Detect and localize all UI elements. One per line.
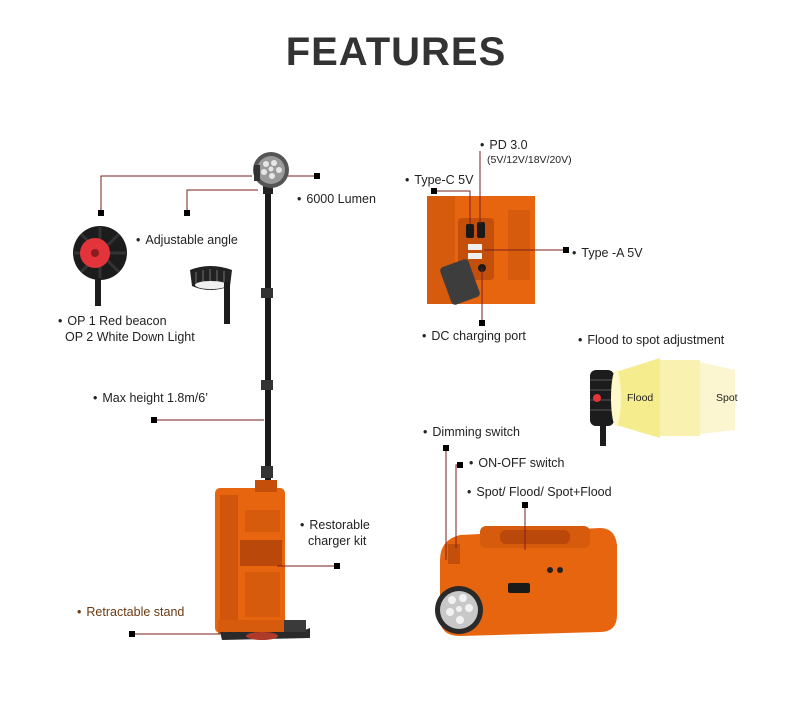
label-dimming-switch: •Dimming switch bbox=[423, 425, 520, 439]
label-option-2: OP 2 White Down Light bbox=[65, 330, 195, 344]
label-modes: •Spot/ Flood/ Spot+Flood bbox=[467, 485, 612, 499]
type-c-port bbox=[466, 224, 474, 238]
label-type-c: •Type-C 5V bbox=[405, 173, 474, 187]
type-a-port bbox=[468, 244, 482, 250]
lamp-head-icon bbox=[253, 152, 289, 194]
label-max-height: •Max height 1.8m/6’ bbox=[93, 391, 208, 405]
label-adjustable-angle: •Adjustable angle bbox=[136, 233, 238, 247]
label-flood: Flood bbox=[627, 392, 654, 404]
red-beacon-icon bbox=[73, 226, 127, 306]
label-option-1: •OP 1 Red beacon bbox=[58, 314, 167, 328]
label-retractable-stand: •Retractable stand bbox=[77, 605, 185, 619]
beam-illustration bbox=[590, 358, 735, 446]
label-dc-port: •DC charging port bbox=[422, 329, 526, 343]
label-spot: Spot bbox=[716, 392, 738, 404]
tower-base-unit bbox=[215, 480, 293, 634]
label-lumen: •6000 Lumen bbox=[297, 192, 376, 206]
label-flood-spot-adjust: •Flood to spot adjustment bbox=[578, 333, 725, 347]
label-pd: •PD 3.0 bbox=[480, 138, 528, 152]
label-restorable: •Restorable bbox=[300, 518, 370, 532]
label-type-a: •Type -A 5V bbox=[572, 246, 643, 260]
down-light-icon bbox=[190, 266, 232, 324]
port-panel-image bbox=[427, 196, 535, 305]
handheld-light-image bbox=[435, 526, 617, 636]
label-on-off: •ON-OFF switch bbox=[469, 456, 565, 470]
leader-lines bbox=[98, 151, 569, 637]
telescopic-pole bbox=[261, 190, 273, 495]
dimming-switch-icon bbox=[448, 544, 460, 564]
page-title: FEATURES bbox=[285, 30, 507, 74]
label-pd-voltages: (5V/12V/18V/20V) bbox=[487, 154, 572, 166]
label-charger-kit: charger kit bbox=[308, 534, 367, 548]
retractable-stand-icon bbox=[220, 620, 310, 640]
pd-port bbox=[477, 222, 485, 238]
